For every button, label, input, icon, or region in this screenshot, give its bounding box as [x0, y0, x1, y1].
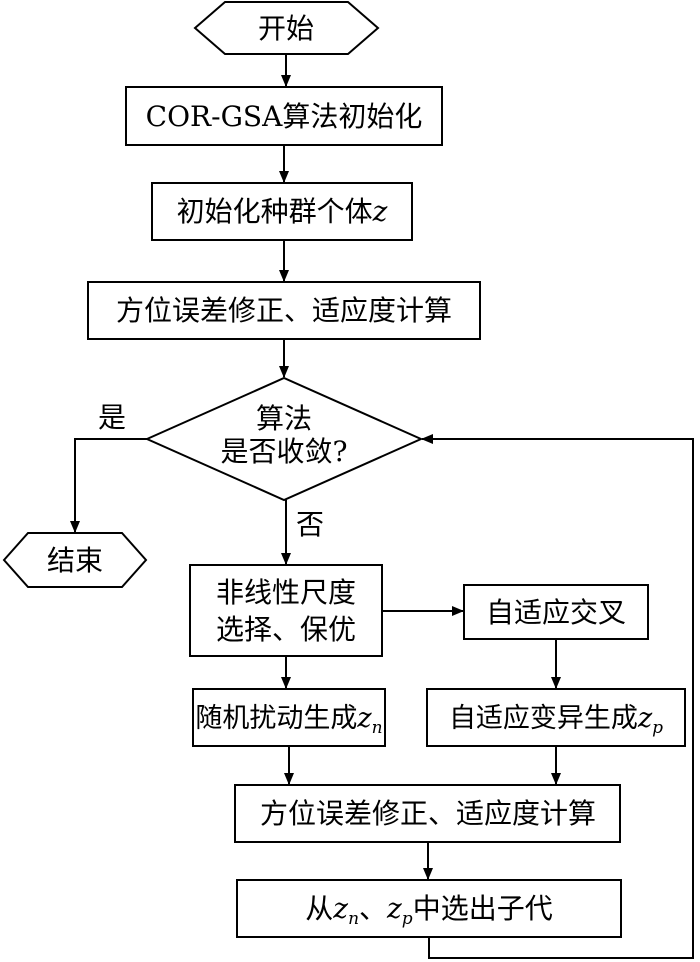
init-algorithm-label: COR-GSA算法初始化 [146, 100, 423, 133]
offspring-node: 从zn、zp中选出子代 [236, 879, 622, 938]
correction-node-2: 方位误差修正、适应度计算 [234, 784, 621, 843]
mutation-node: 自适应变异生成zp [426, 688, 686, 747]
yes-label: 是 [98, 401, 126, 434]
selection-label-line1: 非线性尺度 [216, 576, 356, 609]
mutation-label: 自适应变异生成zp [449, 703, 663, 738]
convergence-decision-node: 算法 是否收敛? [144, 376, 424, 502]
crossover-node: 自适应交叉 [463, 584, 649, 640]
correction-node-1: 方位误差修正、适应度计算 [87, 281, 481, 340]
crossover-label: 自适应交叉 [486, 596, 626, 629]
no-label: 否 [296, 508, 324, 541]
arrow-decision-yes-to-end [70, 438, 147, 533]
selection-node: 非线性尺度 选择、保优 [189, 564, 383, 657]
start-node: 开始 [193, 1, 380, 55]
offspring-label: 从zn、zp中选出子代 [305, 892, 552, 929]
decision-label-line2: 是否收敛? [220, 435, 347, 468]
init-population-label: 初始化种群个体z [177, 195, 388, 228]
start-label: 开始 [258, 12, 314, 45]
correction-label-1: 方位误差修正、适应度计算 [116, 294, 452, 327]
arrow-loop-back-to-decision [421, 434, 694, 959]
correction-label-2: 方位误差修正、适应度计算 [260, 797, 596, 830]
end-node: 结束 [2, 532, 148, 588]
selection-label-line2: 选择、保优 [216, 613, 356, 646]
init-algorithm-node: COR-GSA算法初始化 [125, 86, 443, 146]
init-population-node: 初始化种群个体z [151, 182, 413, 241]
perturbation-label: 随机扰动生成zn [195, 703, 382, 738]
decision-label-line1: 算法 [256, 402, 312, 435]
perturbation-node: 随机扰动生成zn [192, 688, 386, 747]
end-label: 结束 [47, 544, 103, 577]
